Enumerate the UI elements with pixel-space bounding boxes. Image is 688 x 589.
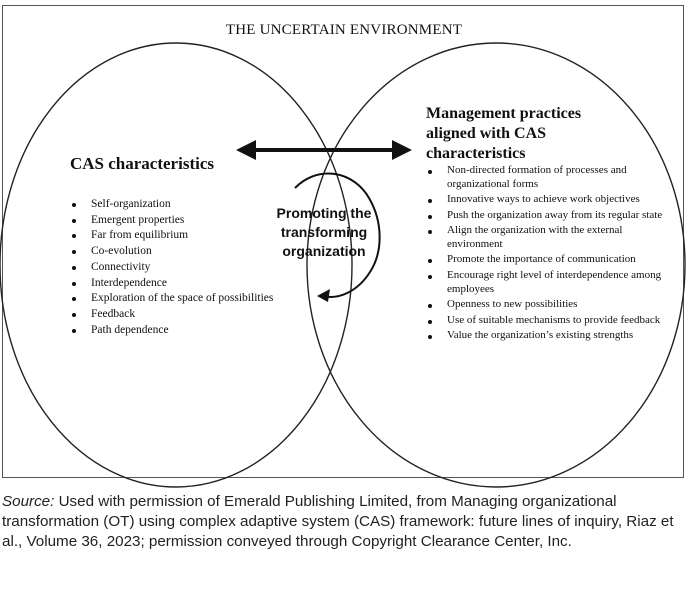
center-label-line: transforming [280,224,368,240]
cas-characteristics-list: Self-organization Emergent properties Fa… [70,197,273,338]
right-heading-line: characteristics [426,145,526,162]
center-label-line: Promoting the [276,205,372,221]
list-item: Push the organization away from its regu… [426,209,666,223]
center-label: Promoting the transforming organization [268,204,380,261]
right-heading-line: aligned with CAS [426,125,547,142]
list-item: Interdependence [70,276,273,292]
circular-arrow [294,172,381,298]
source-text: Used with permission of Emerald Publishi… [2,493,674,550]
list-item: Promote the importance of communication [426,253,666,267]
left-heading: CAS characteristics [70,154,214,173]
list-item: Innovative ways to achieve work objectiv… [426,193,666,207]
list-item: Encourage right level of interdependence… [426,269,666,297]
list-item: Path dependence [70,323,273,339]
source-caption: Source: Used with permission of Emerald … [2,492,686,552]
list-item: Openness to new possibilities [426,298,666,312]
list-item: Non-directed formation of processes and … [426,164,666,192]
right-heading: Management practices aligned with CAS ch… [426,104,626,164]
list-item: Co-evolution [70,244,273,260]
environment-title: THE UNCERTAIN ENVIRONMENT [225,22,463,38]
list-item: Self-organization [70,197,273,213]
source-label: Source: [2,493,55,510]
list-item: Use of suitable mechanisms to provide fe… [426,314,666,328]
list-item: Align the organization with the external… [426,224,666,252]
double-arrow-right-head [392,140,412,160]
management-practices-list: Non-directed formation of processes and … [426,164,666,344]
list-item: Emergent properties [70,213,273,229]
list-item: Value the organization’s existing streng… [426,329,666,343]
right-heading-line: Management practices [426,105,582,122]
list-item: Exploration of the space of possibilitie… [70,291,273,307]
left-circle [0,42,353,488]
double-arrow-left-head [236,140,256,160]
list-item: Connectivity [70,260,273,276]
right-circle [306,42,686,488]
list-item: Feedback [70,307,273,323]
circular-arrow-head [317,289,330,302]
center-label-line: organization [282,243,366,259]
list-item: Far from equilibrium [70,228,273,244]
